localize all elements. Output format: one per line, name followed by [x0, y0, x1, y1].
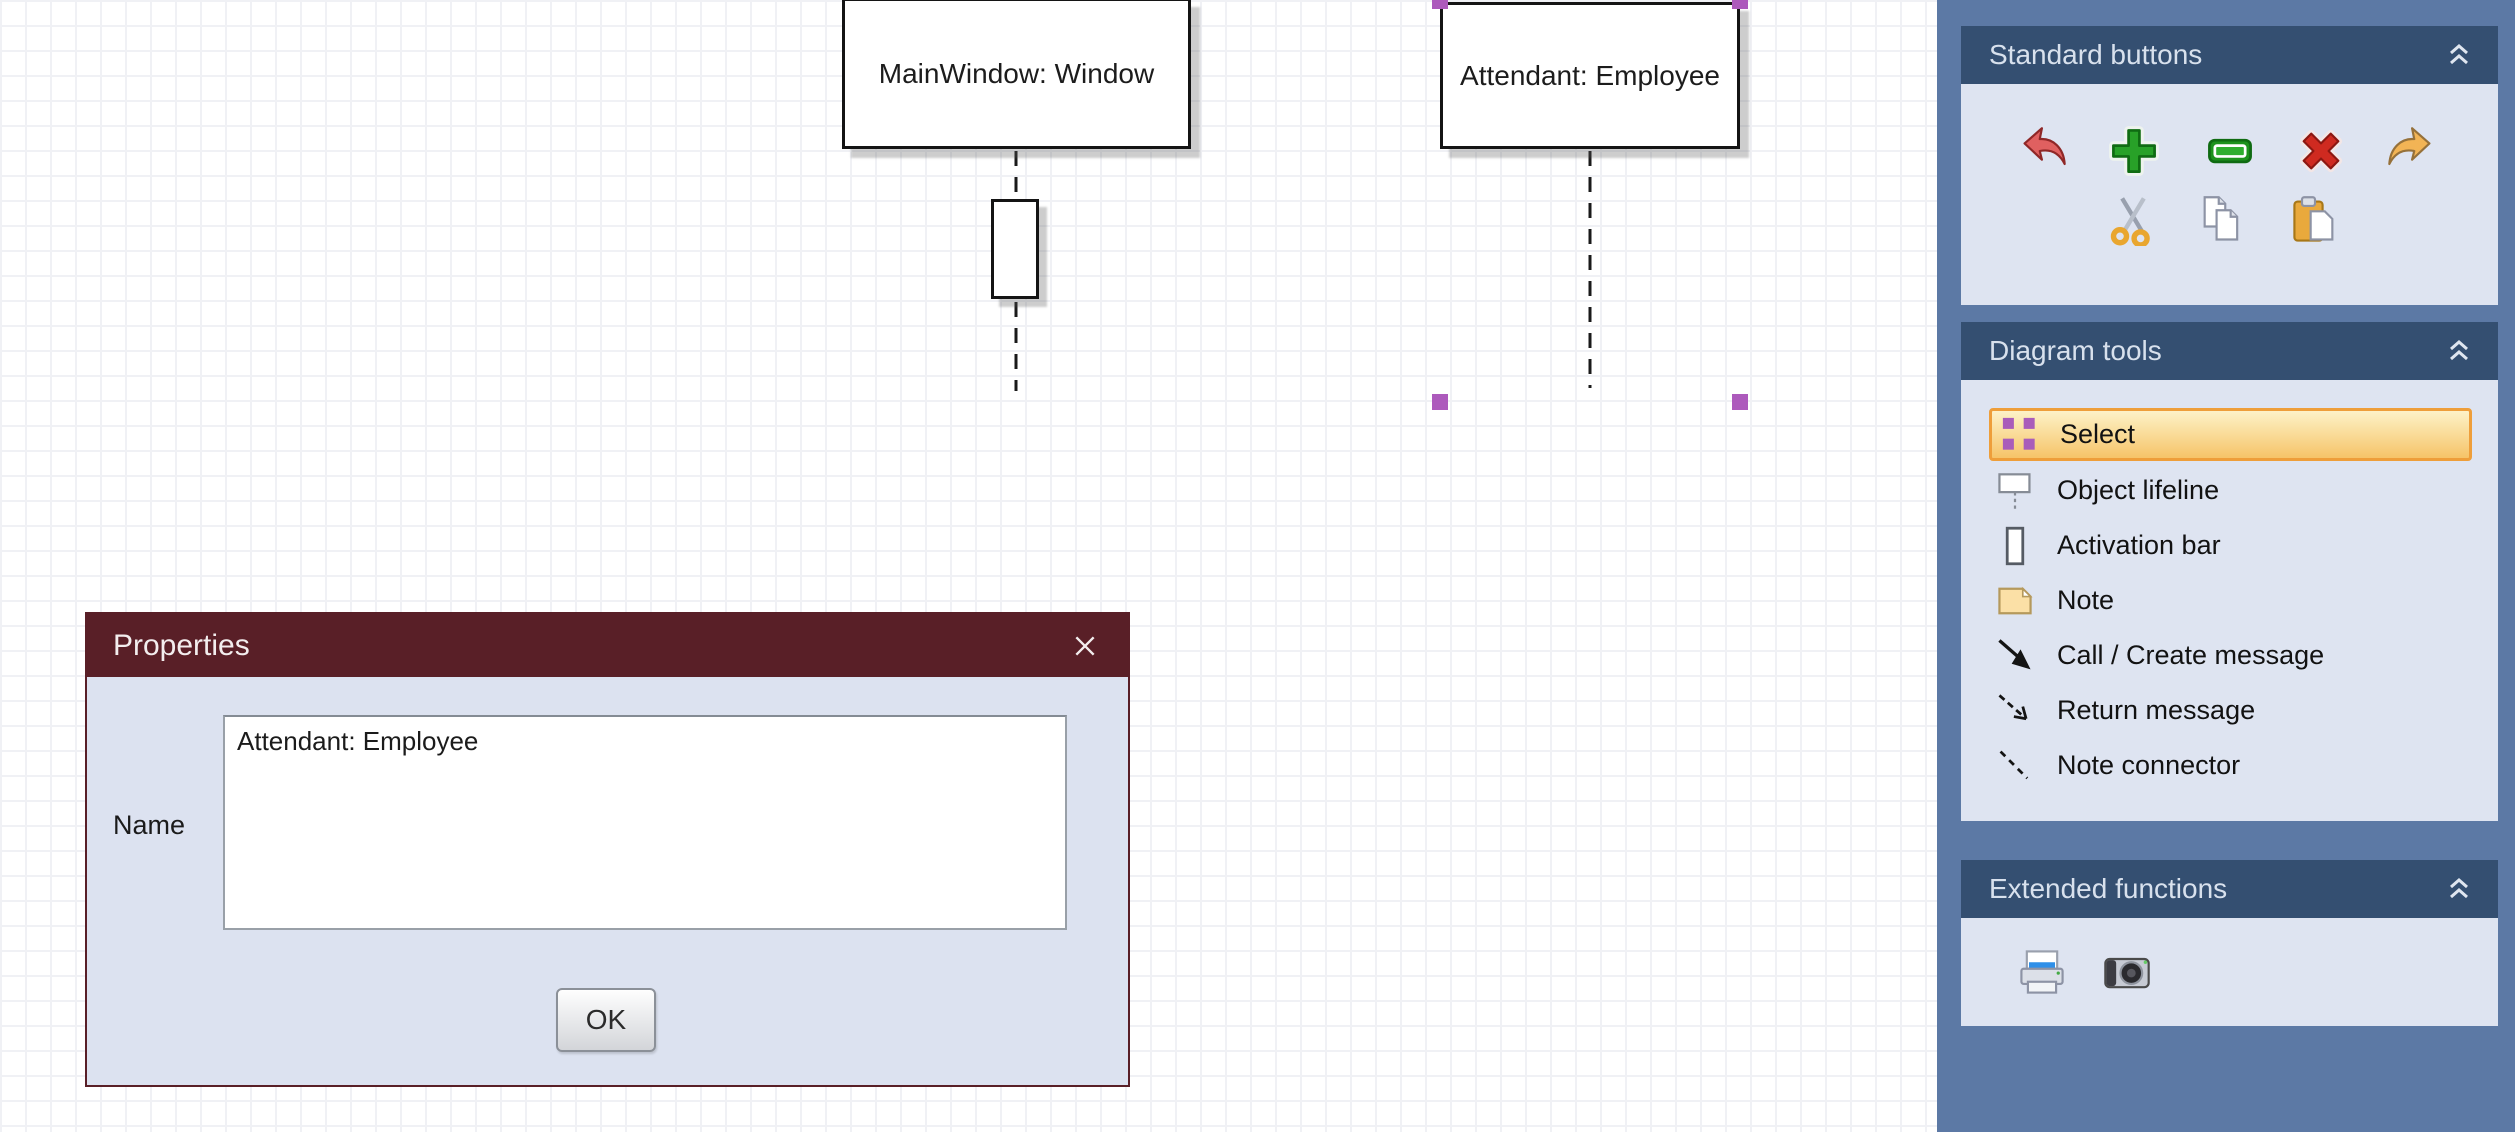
panel-extended-functions-header[interactable]: Extended functions [1961, 860, 2498, 918]
remove-icon[interactable] [2204, 125, 2256, 177]
panel-standard-buttons-header[interactable]: Standard buttons [1961, 26, 2498, 84]
object-lifeline-icon [1995, 469, 2045, 513]
selection-handle-bottom-right[interactable] [1732, 394, 1748, 410]
tool-label: Select [2060, 419, 2136, 449]
tool-label: Activation bar [2057, 530, 2221, 560]
panel-diagram-tools-body: Select Object lifeline Activation b [1961, 380, 2498, 821]
name-input[interactable]: Attendant: Employee [223, 715, 1067, 930]
tool-call-create-message[interactable]: Call / Create message [1961, 628, 2498, 683]
tool-note[interactable]: Note [1961, 573, 2498, 628]
object-box-attendant[interactable]: Attendant: Employee [1440, 2, 1740, 149]
collapse-icon[interactable] [2444, 337, 2474, 365]
object-box-label: Attendant: Employee [1460, 59, 1720, 91]
undo-icon[interactable] [2017, 125, 2069, 177]
tool-label: Call / Create message [2057, 640, 2325, 670]
cut-icon[interactable] [2107, 194, 2159, 248]
activation-bar-icon [1995, 524, 2045, 568]
panel-diagram-tools-header[interactable]: Diagram tools [1961, 322, 2498, 380]
tool-label: Note connector [2057, 750, 2241, 780]
select-icon [1998, 413, 2048, 457]
close-icon[interactable] [1072, 633, 1098, 659]
name-field-label: Name [113, 810, 186, 840]
note-icon [1995, 579, 2045, 623]
tool-activation-bar[interactable]: Activation bar [1961, 518, 2498, 573]
lifelines-layer [1014, 151, 1592, 391]
paste-icon[interactable] [2289, 194, 2341, 246]
dialog-title: Properties [113, 628, 250, 662]
selection-handle-bottom-left[interactable] [1432, 394, 1448, 410]
tool-label: Object lifeline [2057, 475, 2220, 505]
panel-standard-buttons-body [1961, 84, 2498, 305]
panel-diagram-tools: Diagram tools Select [1961, 322, 2498, 821]
panel-extended-functions-body [1961, 918, 2498, 1026]
object-box-mainwindow[interactable]: MainWindow: Window [842, 0, 1191, 149]
copy-icon[interactable] [2196, 194, 2248, 246]
collapse-icon[interactable] [2444, 875, 2474, 903]
delete-icon[interactable] [2295, 125, 2347, 177]
tool-label: Note [2057, 585, 2115, 615]
tool-label: Return message [2057, 695, 2256, 725]
panel-standard-buttons: Standard buttons [1961, 26, 2498, 305]
return-message-icon [1995, 689, 2045, 733]
selection-handle-top-left[interactable] [1432, 0, 1448, 9]
tool-note-connector[interactable]: Note connector [1961, 738, 2498, 793]
properties-dialog: Properties Name Attendant: Employee OK [85, 612, 1130, 1087]
panel-title: Diagram tools [1989, 335, 2162, 366]
dialog-titlebar[interactable]: Properties [87, 614, 1128, 677]
tool-select[interactable]: Select [1989, 408, 2472, 461]
add-icon[interactable] [2108, 125, 2160, 177]
panel-title: Extended functions [1989, 873, 2228, 904]
activation-bar[interactable] [991, 199, 1039, 299]
snapshot-icon[interactable] [2101, 946, 2153, 998]
panel-title: Standard buttons [1989, 39, 2203, 70]
note-connector-icon [1995, 744, 2045, 788]
panel-extended-functions: Extended functions [1961, 860, 2498, 1026]
collapse-icon[interactable] [2444, 41, 2474, 69]
sidebar: Standard buttons [1937, 0, 2515, 1132]
ok-button[interactable]: OK [556, 988, 656, 1052]
tool-object-lifeline[interactable]: Object lifeline [1961, 463, 2498, 518]
selection-handle-top-right[interactable] [1732, 0, 1748, 9]
tool-return-message[interactable]: Return message [1961, 683, 2498, 738]
call-message-icon [1995, 634, 2045, 678]
print-icon[interactable] [2016, 946, 2068, 998]
redo-icon[interactable] [2385, 125, 2437, 177]
object-box-label: MainWindow: Window [878, 57, 1155, 89]
